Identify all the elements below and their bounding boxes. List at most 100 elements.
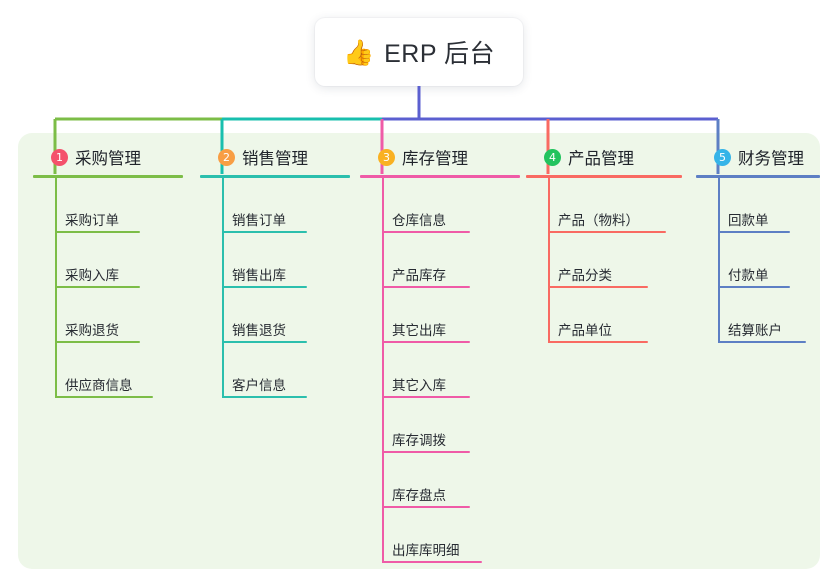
list-item-label: 销售退货 xyxy=(232,323,286,338)
column-items-5: 回款单付款单结算账户 xyxy=(696,178,820,343)
list-item-rule xyxy=(222,396,307,398)
list-item[interactable]: 产品分类 xyxy=(526,233,682,288)
column-1: 1 采购管理采购订单采购入库采购退货供应商信息 xyxy=(33,144,183,398)
column-rule-1 xyxy=(33,175,183,178)
thumbs-up-icon: 👍 xyxy=(342,37,375,67)
column-rule-5 xyxy=(696,175,820,178)
column-badge-1: 1 xyxy=(51,148,68,166)
list-item-label: 销售出库 xyxy=(232,268,286,283)
list-item-label: 产品单位 xyxy=(558,323,612,338)
list-item-rule xyxy=(382,231,470,233)
list-item[interactable]: 其它出库 xyxy=(360,288,520,343)
list-item[interactable]: 客户信息 xyxy=(200,343,350,398)
root-node[interactable]: 👍 ERP 后台 xyxy=(315,18,523,86)
column-items-1: 采购订单采购入库采购退货供应商信息 xyxy=(33,178,183,398)
column-spine-5 xyxy=(718,178,720,343)
list-item-rule xyxy=(222,341,307,343)
list-item-label: 结算账户 xyxy=(728,323,782,338)
diagram-panel xyxy=(18,133,820,569)
column-header-2[interactable]: 2 销售管理 xyxy=(200,144,350,170)
column-3: 3 库存管理仓库信息产品库存其它出库其它入库库存调拨库存盘点出库库明细 xyxy=(360,144,520,563)
list-item[interactable]: 销售订单 xyxy=(200,178,350,233)
list-item-rule xyxy=(718,286,790,288)
column-title-1: 采购管理 xyxy=(75,150,141,168)
list-item-label: 采购退货 xyxy=(65,323,119,338)
column-badge-3: 3 xyxy=(378,148,395,166)
list-item-label: 销售订单 xyxy=(232,213,286,228)
list-item-rule xyxy=(55,341,140,343)
list-item-label: 库存调拨 xyxy=(392,433,446,448)
list-item[interactable]: 出库库明细 xyxy=(360,508,520,563)
column-rule-4 xyxy=(526,175,682,178)
list-item-label: 采购入库 xyxy=(65,268,119,283)
list-item-label: 产品分类 xyxy=(558,268,612,283)
list-item-label: 供应商信息 xyxy=(65,378,133,393)
list-item-label: 回款单 xyxy=(728,213,769,228)
column-rule-3 xyxy=(360,175,520,178)
list-item-label: 产品（物料） xyxy=(558,213,639,228)
list-item-label: 产品库存 xyxy=(392,268,446,283)
list-item-rule xyxy=(222,286,307,288)
list-item[interactable]: 采购退货 xyxy=(33,288,183,343)
list-item[interactable]: 供应商信息 xyxy=(33,343,183,398)
list-item[interactable]: 销售出库 xyxy=(200,233,350,288)
list-item-label: 付款单 xyxy=(728,268,769,283)
list-item-label: 出库库明细 xyxy=(392,543,460,558)
column-spine-2 xyxy=(222,178,224,398)
column-badge-5: 5 xyxy=(714,148,731,166)
list-item-label: 其它入库 xyxy=(392,378,446,393)
list-item[interactable]: 产品库存 xyxy=(360,233,520,288)
list-item-label: 采购订单 xyxy=(65,213,119,228)
list-item-rule xyxy=(55,231,140,233)
column-items-2: 销售订单销售出库销售退货客户信息 xyxy=(200,178,350,398)
root-title: ERP 后台 xyxy=(384,40,496,68)
list-item[interactable]: 库存调拨 xyxy=(360,398,520,453)
list-item-label: 其它出库 xyxy=(392,323,446,338)
column-title-2: 销售管理 xyxy=(242,150,308,168)
column-items-4: 产品（物料） 产品分类产品单位 xyxy=(526,178,682,343)
list-item[interactable]: 库存盘点 xyxy=(360,453,520,508)
list-item-rule xyxy=(382,396,470,398)
list-item-rule xyxy=(55,396,153,398)
list-item[interactable]: 仓库信息 xyxy=(360,178,520,233)
list-item[interactable]: 结算账户 xyxy=(696,288,820,343)
list-item-label: 仓库信息 xyxy=(392,213,446,228)
list-item-rule xyxy=(382,286,470,288)
column-title-3: 库存管理 xyxy=(402,150,468,168)
list-item[interactable]: 产品单位 xyxy=(526,288,682,343)
list-item[interactable]: 回款单 xyxy=(696,178,820,233)
column-5: 5 财务管理回款单付款单结算账户 xyxy=(696,144,820,343)
list-item-rule xyxy=(382,451,470,453)
list-item-rule xyxy=(548,231,666,233)
list-item-label: 库存盘点 xyxy=(392,488,446,503)
list-item-rule xyxy=(718,341,806,343)
list-item-rule xyxy=(222,231,307,233)
list-item[interactable]: 销售退货 xyxy=(200,288,350,343)
list-item[interactable]: 付款单 xyxy=(696,233,820,288)
column-rule-2 xyxy=(200,175,350,178)
column-header-1[interactable]: 1 采购管理 xyxy=(33,144,183,170)
list-item[interactable]: 采购入库 xyxy=(33,233,183,288)
column-title-5: 财务管理 xyxy=(738,150,804,168)
list-item-label: 客户信息 xyxy=(232,378,286,393)
column-spine-3 xyxy=(382,178,384,563)
list-item-rule xyxy=(718,231,790,233)
column-header-3[interactable]: 3 库存管理 xyxy=(360,144,520,170)
column-badge-4: 4 xyxy=(544,148,561,166)
list-item-rule xyxy=(382,341,470,343)
column-spine-4 xyxy=(548,178,550,343)
list-item-rule xyxy=(382,506,470,508)
list-item[interactable]: 采购订单 xyxy=(33,178,183,233)
list-item[interactable]: 产品（物料） xyxy=(526,178,682,233)
column-header-5[interactable]: 5 财务管理 xyxy=(696,144,820,170)
list-item[interactable]: 其它入库 xyxy=(360,343,520,398)
list-item-rule xyxy=(548,286,648,288)
column-badge-2: 2 xyxy=(218,148,235,166)
column-2: 2 销售管理销售订单销售出库销售退货客户信息 xyxy=(200,144,350,398)
list-item-rule xyxy=(55,286,140,288)
column-items-3: 仓库信息产品库存其它出库其它入库库存调拨库存盘点出库库明细 xyxy=(360,178,520,563)
list-item-rule xyxy=(382,561,482,563)
